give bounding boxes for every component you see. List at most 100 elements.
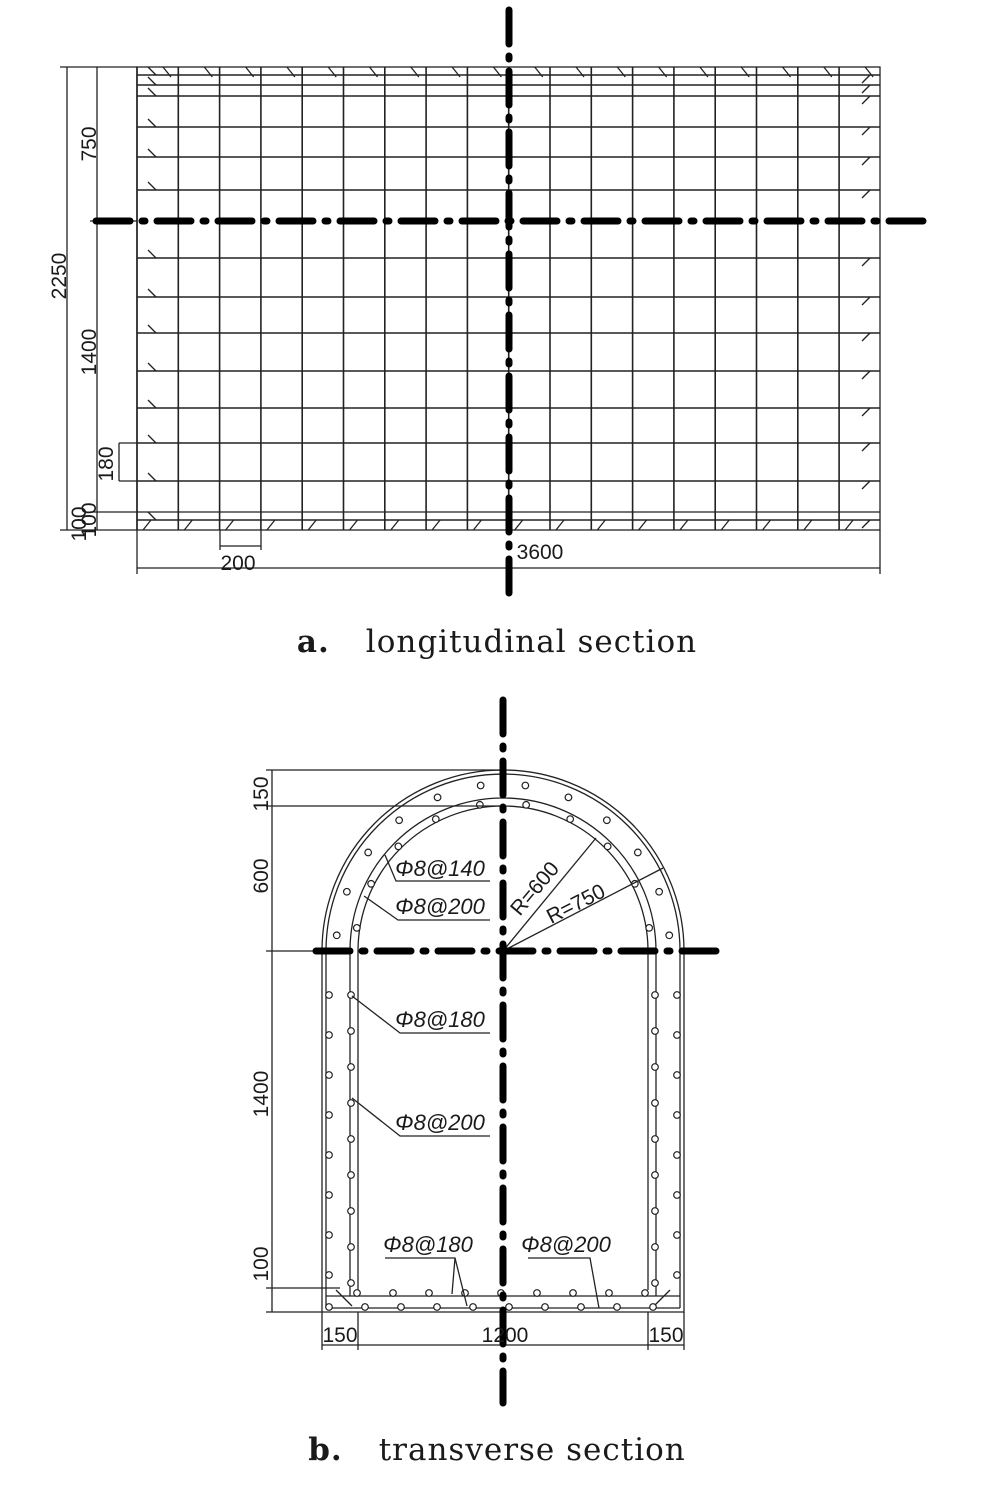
caption-a-letter: a. [297, 624, 330, 660]
rebar-arch-outer [332, 931, 341, 940]
rebar-wall-inner-left [347, 1207, 355, 1215]
stirrup-lines [136, 67, 840, 530]
rebar-arch-outer [364, 848, 373, 857]
hook-right [861, 442, 871, 452]
dim-base: 100 [250, 1246, 273, 1281]
hook-top [203, 66, 213, 78]
rebar-wall-outer-left [325, 1111, 333, 1119]
rebar-base-top [425, 1289, 433, 1297]
label-wall-outer: Φ8@180 [395, 1007, 485, 1032]
hook-bottom [142, 519, 152, 531]
leader-arch-outer [384, 854, 490, 882]
dim-bottom-outer: 100 [68, 506, 91, 541]
hook-right [861, 189, 871, 199]
hook-left [147, 399, 157, 409]
hook-right [861, 519, 871, 529]
hook-bottom [844, 519, 854, 531]
hook-top [658, 66, 668, 78]
rebar-wall-inner-right [651, 1063, 659, 1071]
rebar-arch-inner [367, 879, 376, 888]
rebar-arch-outer [655, 887, 664, 896]
hook-bottom [514, 519, 524, 531]
hook-right [861, 257, 871, 267]
hook-bottom [225, 519, 235, 531]
rebar-wall-inner-left [347, 1063, 355, 1071]
dim-wall: 1400 [250, 1071, 273, 1118]
leader-arch-inner [363, 895, 490, 921]
rebar-wall-inner-right [651, 1099, 659, 1107]
hook-left [147, 324, 157, 334]
hook-top [245, 66, 255, 78]
hook-top [286, 66, 296, 78]
hook-left [147, 472, 157, 482]
hook-left [147, 87, 157, 97]
radius-line-outer [502, 867, 664, 952]
hook-right [861, 74, 871, 84]
dim-left: 150 [322, 1324, 357, 1347]
corner-hook-right [653, 1289, 671, 1307]
hook-left [147, 288, 157, 298]
hook-top [162, 66, 172, 78]
rebar-wall-outer-left [325, 1031, 333, 1039]
rebar-base-bottom [433, 1303, 441, 1311]
dim-total-height: 2250 [48, 253, 71, 300]
hook-bottom [803, 519, 813, 531]
hook-bottom [720, 519, 730, 531]
hook-right [861, 296, 871, 306]
hook-top [451, 66, 461, 78]
longitudinal-section-drawing: 750 2250 1400 180 100 100 200 3600 [48, 6, 929, 599]
label-base-left: Φ8@180 [383, 1232, 473, 1257]
rebar-wall-inner-left [347, 1243, 355, 1251]
rebar-arch-inner [645, 923, 654, 932]
rebar-arch-inner [603, 842, 612, 851]
rebar-wall-outer-left [325, 1231, 333, 1239]
rebar-base-top [389, 1289, 397, 1297]
hook-left [147, 434, 157, 444]
rebar-base-bottom [613, 1303, 621, 1311]
hook-bottom [307, 519, 317, 531]
hook-left [147, 66, 157, 76]
rebar-arch-inner [352, 923, 361, 932]
rebar-wall-outer-left [325, 1151, 333, 1159]
rebar-wall-inner-right [651, 1135, 659, 1143]
rebar-base-top [353, 1289, 361, 1297]
dim-arch: 600 [250, 858, 273, 893]
hook-right [861, 126, 871, 136]
caption-b-text: transverse section [379, 1432, 686, 1468]
rebar-wall-outer-right [673, 1151, 681, 1159]
hook-left [147, 76, 157, 86]
rebar-wall-inner-right [651, 1243, 659, 1251]
rebar-base-top [533, 1289, 541, 1297]
hook-bottom [472, 519, 482, 531]
radius-outer-label: R=750 [543, 880, 609, 929]
rebar-base-bottom [577, 1303, 585, 1311]
bar-hooks [142, 66, 874, 531]
rebar-wall-outer-right [673, 1071, 681, 1079]
rebar-wall-outer-right [673, 1231, 681, 1239]
dim-width: 1200 [482, 1324, 529, 1347]
rebar-arch-outer [476, 781, 485, 790]
transverse-section-drawing: 150 600 1400 100 150 1200 150 R=600 R=75… [250, 696, 722, 1407]
label-wall-inner: Φ8@200 [395, 1110, 485, 1135]
rebar-wall-inner-right [651, 1171, 659, 1179]
corner-hook-left [335, 1289, 353, 1307]
rebar-wall-outer-right [673, 991, 681, 999]
dim-length: 3600 [517, 541, 564, 564]
dim-crown: 150 [250, 776, 273, 811]
rebar-wall-inner-left [347, 1027, 355, 1035]
dim-stirrup: 200 [220, 552, 255, 575]
dim-bottom: 100 [78, 502, 101, 537]
hook-right [861, 332, 871, 342]
leader-wall-outer [351, 995, 490, 1034]
caption-b: b.transverse section [308, 1432, 686, 1468]
rebar-base-bottom [505, 1303, 513, 1311]
hook-bottom [266, 519, 276, 531]
rebar-base-bottom [469, 1303, 477, 1311]
rebar-base-bottom [397, 1303, 405, 1311]
leader-wall-inner [351, 1097, 490, 1137]
label-arch-inner: Φ8@200 [395, 894, 485, 919]
caption-a-text: longitudinal section [366, 624, 697, 660]
rebar-base-bottom [361, 1303, 369, 1311]
rebar-arch-outer [602, 816, 611, 825]
